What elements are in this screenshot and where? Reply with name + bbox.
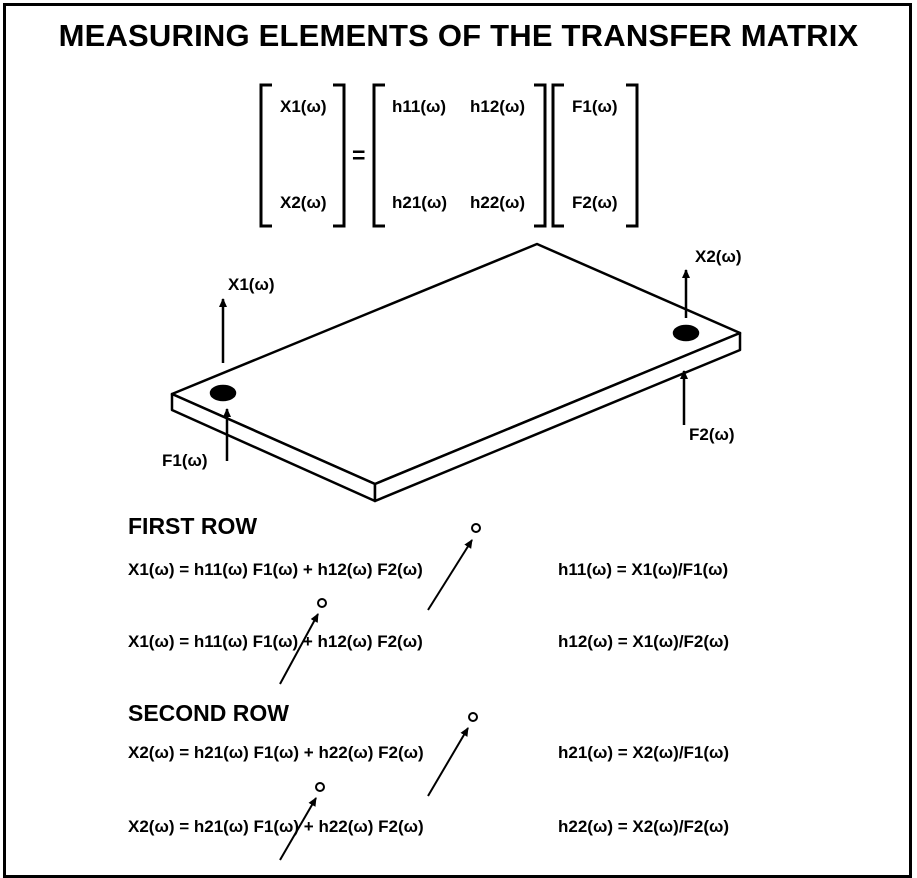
measurement-point-2 xyxy=(672,324,700,342)
matrix-h21: h21(ω) xyxy=(392,193,447,212)
vector-x2: X2(ω) xyxy=(280,193,326,212)
plate-label-x1: X1(ω) xyxy=(228,275,274,294)
bracket-matrix-open xyxy=(372,83,385,228)
second-row-result-h21: h21(ω) = X2(ω)/F1(ω) xyxy=(558,743,729,762)
bracket-left-vector-close xyxy=(333,83,346,228)
zero-arrow-f1-first-row-2 xyxy=(279,613,319,685)
zero-arrow-f1-second-row-2 xyxy=(279,797,317,861)
matrix-equation: X1(ω) X2(ω) = h11(ω) h12(ω) h21(ω) h22(ω… xyxy=(259,83,639,228)
first-row-heading: FIRST ROW xyxy=(128,513,257,539)
first-row-result-h12: h12(ω) = X1(ω)/F2(ω) xyxy=(558,632,729,651)
zero-arrow-f2-second-row-1 xyxy=(427,727,469,797)
first-row-result-h11: h11(ω) = X1(ω)/F1(ω) xyxy=(558,560,728,579)
bracket-matrix-close xyxy=(534,83,547,228)
matrix-h11: h11(ω) xyxy=(392,97,446,116)
zero-marker-1 xyxy=(471,523,481,533)
vector-x1: X1(ω) xyxy=(280,97,326,116)
plate-label-x2: X2(ω) xyxy=(695,247,741,266)
bracket-left-vector-open xyxy=(259,83,272,228)
zero-marker-2 xyxy=(317,598,327,608)
second-row-heading: SECOND ROW xyxy=(128,700,289,726)
bracket-right-vector-close xyxy=(626,83,639,228)
second-row-equation-2: X2(ω) = h21(ω) F1(ω) + h22(ω) F2(ω) xyxy=(128,817,424,836)
matrix-h22: h22(ω) xyxy=(470,193,525,212)
first-row-equation-1: X1(ω) = h11(ω) F1(ω) + h12(ω) F2(ω) xyxy=(128,560,423,579)
vector-f1: F1(ω) xyxy=(572,97,618,116)
plate-label-f1: F1(ω) xyxy=(162,451,208,470)
plate-side-face xyxy=(373,331,742,503)
diagram-title: MEASURING ELEMENTS OF THE TRANSFER MATRI… xyxy=(58,18,859,53)
zero-arrow-f2-first-row-1 xyxy=(427,539,473,611)
second-row-result-h22: h22(ω) = X2(ω)/F2(ω) xyxy=(558,817,729,836)
vector-f2: F2(ω) xyxy=(572,193,618,212)
zero-marker-3 xyxy=(468,712,478,722)
plate xyxy=(170,242,742,503)
first-row-equation-2: X1(ω) = h11(ω) F1(ω) + h12(ω) F2(ω) xyxy=(128,632,423,651)
zero-marker-4 xyxy=(315,782,325,792)
matrix-h12: h12(ω) xyxy=(470,97,525,116)
plate-label-f2: F2(ω) xyxy=(689,425,735,444)
equals-sign: = xyxy=(352,142,365,168)
bracket-right-vector-open xyxy=(551,83,564,228)
measurement-point-1 xyxy=(209,384,237,402)
second-row-equation-1: X2(ω) = h21(ω) F1(ω) + h22(ω) F2(ω) xyxy=(128,743,424,762)
